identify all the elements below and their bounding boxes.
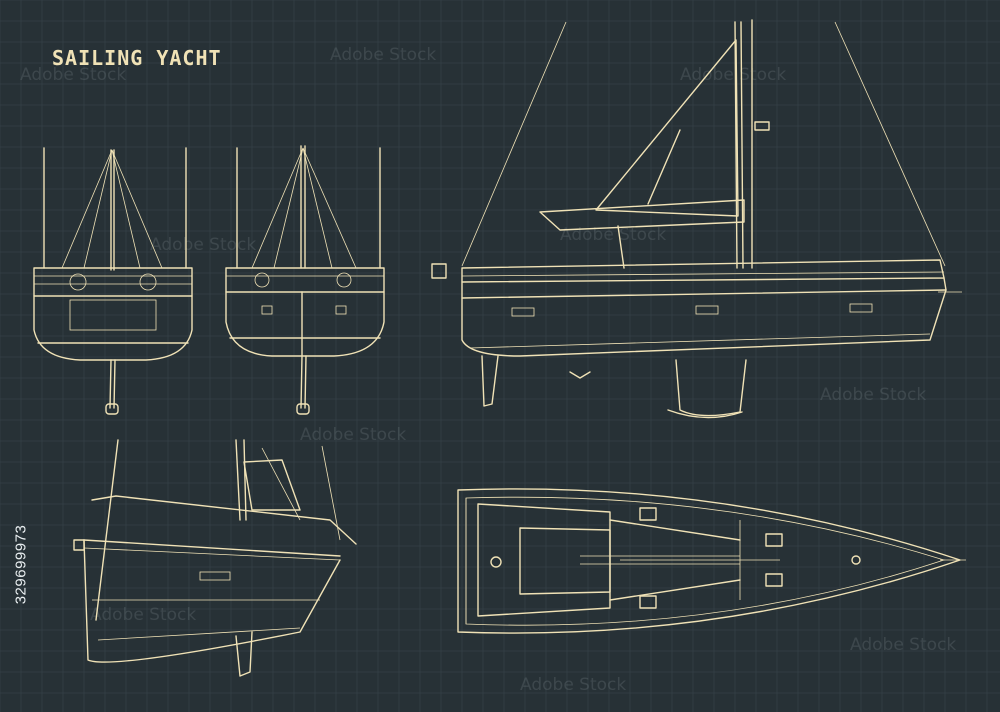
watermark-text: Adobe Stock xyxy=(330,45,436,65)
watermark-text: Adobe Stock xyxy=(90,605,196,625)
watermark-text: Adobe Stock xyxy=(20,65,126,85)
watermark-text: Adobe Stock xyxy=(680,65,786,85)
watermark-text: Adobe Stock xyxy=(850,635,956,655)
deck-plan-view xyxy=(457,488,966,634)
watermark-text: Adobe Stock xyxy=(150,235,256,255)
bow-view xyxy=(225,145,385,415)
watermark-text: Adobe Stock xyxy=(560,225,666,245)
watermark-layer: Adobe Stock Adobe Stock Adobe Stock Adob… xyxy=(20,45,956,695)
stern-view xyxy=(33,147,193,415)
watermark-text: Adobe Stock xyxy=(820,385,926,405)
watermark-text: Adobe Stock xyxy=(300,425,406,445)
side-profile-view xyxy=(431,19,962,419)
drawing-title: SAILING YACHT xyxy=(52,46,222,70)
watermark-text: Adobe Stock xyxy=(520,675,626,695)
perspective-view xyxy=(73,439,357,677)
